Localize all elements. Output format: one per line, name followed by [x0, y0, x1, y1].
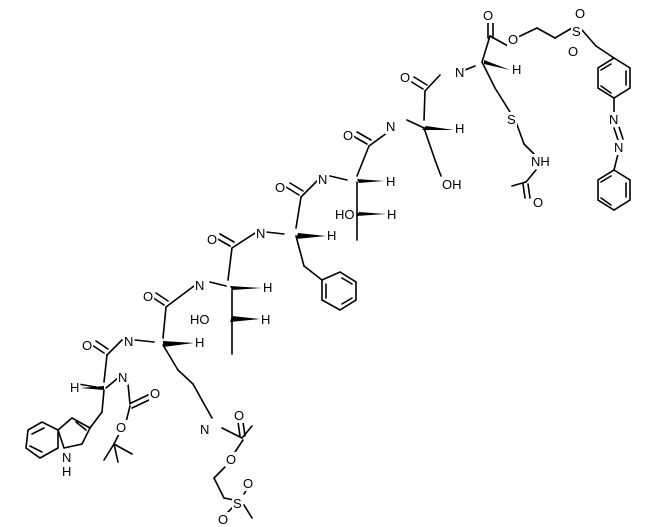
label-o-amide-5: O — [143, 289, 153, 304]
label-background — [225, 452, 238, 467]
label-h-cys: H — [512, 62, 521, 77]
label-background — [385, 119, 397, 134]
label-background — [530, 154, 551, 169]
label-background — [385, 174, 397, 189]
label-background — [342, 128, 355, 143]
label-background — [326, 228, 338, 243]
label-s-sulfone-top: S — [572, 24, 581, 39]
label-background — [142, 289, 155, 304]
label-o-sulfone-bottom-b: O — [218, 512, 228, 527]
label-o-ester-link: O — [508, 32, 518, 47]
label-n-azo-a: N — [609, 112, 618, 127]
label-o-acetamido: O — [533, 195, 543, 210]
label-o-sulfone-top-a: O — [575, 6, 585, 21]
label-n-thr2: N — [318, 172, 327, 187]
label-h-lys: H — [195, 335, 204, 350]
label-n-phe: N — [256, 226, 265, 241]
label-h-thr2-b: H — [387, 207, 396, 222]
atom-labels: O O S O O N N N H S NH O O N H OH O N H … — [61, 6, 625, 527]
label-background — [233, 408, 246, 423]
label-background — [149, 386, 162, 401]
stereo-wedges — [80, 60, 510, 390]
label-background — [189, 312, 211, 327]
label-background — [194, 335, 206, 350]
label-o-amide-1: O — [400, 70, 410, 85]
label-background — [61, 464, 73, 479]
label-o-sulfone-top-b: O — [568, 44, 578, 59]
label-background — [317, 172, 329, 187]
label-background — [69, 380, 81, 395]
label-n-lys: N — [124, 334, 133, 349]
label-o-sulfone-bottom-a: O — [243, 476, 253, 491]
label-background — [507, 32, 520, 47]
label-background — [232, 496, 243, 511]
label-background — [117, 370, 129, 385]
label-s-thioether: S — [507, 112, 516, 127]
label-background — [511, 62, 523, 77]
label-ho-thr2: HO — [335, 207, 355, 222]
label-h-phe: H — [327, 228, 336, 243]
label-background — [567, 44, 580, 59]
label-h-thr1-b: H — [261, 312, 270, 327]
label-o-carbamate-link: O — [226, 452, 236, 467]
label-background — [441, 177, 463, 192]
label-h-trp: H — [70, 380, 79, 395]
label-background — [206, 232, 219, 247]
label-o-amide-6: O — [82, 338, 92, 353]
label-background — [61, 450, 73, 465]
label-background — [454, 121, 466, 136]
label-o-boc-link: O — [116, 420, 126, 435]
label-background — [506, 112, 517, 127]
label-o-carbamate-carbonyl: O — [234, 408, 244, 423]
label-background — [260, 312, 272, 327]
label-background — [386, 207, 398, 222]
label-n-boc: N — [118, 370, 127, 385]
label-background — [532, 195, 545, 210]
label-n-ser: N — [386, 119, 395, 134]
label-background — [334, 207, 356, 222]
label-background — [613, 140, 625, 155]
label-background — [199, 422, 211, 437]
label-n-indole: N — [62, 450, 71, 465]
label-n-lys-side: N — [200, 422, 209, 437]
label-background — [262, 280, 274, 295]
label-oh-ser: OH — [442, 177, 462, 192]
label-background — [571, 24, 582, 39]
label-o-amide-4: O — [207, 232, 217, 247]
label-background — [217, 512, 230, 527]
label-o-boc-carbonyl: O — [150, 386, 160, 401]
label-s-sulfone-bottom: S — [233, 496, 242, 511]
label-o-ester: O — [483, 8, 493, 23]
label-nh-acetamido: NH — [531, 154, 550, 169]
label-background — [81, 338, 94, 353]
label-background — [194, 278, 206, 293]
label-background — [115, 420, 128, 435]
label-n-azo-b: N — [614, 140, 623, 155]
label-background — [255, 226, 267, 241]
label-h-indole: H — [62, 464, 71, 479]
label-background — [274, 180, 287, 195]
label-background — [574, 6, 587, 21]
label-o-amide-3: O — [275, 180, 285, 195]
label-ho-thr1: HO — [190, 312, 210, 327]
label-h-thr1: H — [263, 280, 272, 295]
label-background — [454, 65, 466, 80]
label-background — [608, 112, 620, 127]
label-h-ser: H — [455, 121, 464, 136]
label-n-cys: N — [455, 65, 464, 80]
bond-layer — [25, 21, 631, 519]
label-h-thr2: H — [386, 174, 395, 189]
label-n-thr1: N — [195, 278, 204, 293]
label-background — [399, 70, 412, 85]
label-background — [242, 476, 255, 491]
label-background — [123, 334, 135, 349]
label-background — [482, 8, 495, 23]
label-o-amide-2: O — [343, 128, 353, 143]
